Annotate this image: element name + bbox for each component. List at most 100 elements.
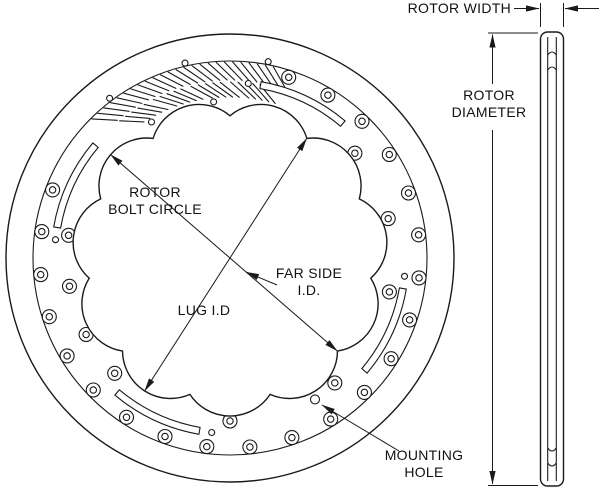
drilled-hole-inner — [122, 413, 131, 422]
slot-end-hole — [51, 236, 60, 244]
rotor-side-view — [539, 31, 565, 487]
drilled-hole-inner — [203, 442, 211, 451]
rotor-bolt-circle-label-line1: ROTOR — [129, 184, 181, 200]
drill-pattern-tick — [230, 81, 250, 99]
drilled-hole-inner — [38, 227, 46, 236]
rotor-face-inner-ring — [32, 60, 428, 456]
drill-pattern-tick — [137, 84, 163, 95]
lug-id-dimension-arrow — [144, 138, 308, 392]
drill-pattern-tick — [173, 90, 197, 102]
far-side-id-label-line2: I.D. — [298, 282, 321, 298]
drilled-hole-inner — [358, 117, 366, 126]
vane-mark — [547, 66, 557, 71]
drilled-hole-inner — [82, 330, 90, 339]
drill-pattern-tick — [237, 81, 257, 100]
drilled-hole-inner — [387, 354, 395, 363]
drill-pattern-tick — [130, 88, 156, 98]
drill-pattern-tick — [180, 88, 204, 100]
drill-pattern-tick — [215, 61, 236, 81]
drilled-hole-inner — [385, 288, 394, 296]
drill-pattern-tick — [167, 71, 191, 86]
drilled-hole-inner — [64, 231, 73, 240]
rotor-front-view — [5, 33, 455, 483]
drill-pattern-tick — [166, 93, 191, 103]
drill-start-hole — [147, 118, 156, 126]
drill-pattern-tick — [175, 69, 199, 84]
drill-pattern-tick — [199, 63, 221, 81]
far-side-id-leader-line — [245, 271, 278, 286]
rotor-width-dimension: ROTOR WIDTH — [408, 0, 599, 27]
drill-pattern-tick — [240, 61, 258, 83]
drilled-hole-inner — [36, 270, 45, 279]
rotor-cross-section-outline — [539, 31, 565, 487]
drilled-hole-inner — [288, 433, 296, 442]
drilled-hole-inner — [384, 214, 392, 223]
drill-pattern-tick — [197, 84, 220, 98]
mounting-hole-leader-line — [321, 404, 400, 452]
drill-start-hole — [210, 98, 218, 106]
rotor-diameter-dimension: ROTOR DIAMETER — [452, 32, 538, 486]
drilled-hole-inner — [331, 379, 339, 387]
drill-pattern-tick — [264, 64, 280, 88]
drill-pattern-tick — [232, 61, 251, 82]
drill-pattern-tick — [204, 83, 227, 98]
drilled-hole-inner — [284, 73, 293, 82]
rotor-width-label: ROTOR WIDTH — [408, 0, 511, 16]
drill-pattern-tick — [125, 115, 151, 119]
drill-pattern-tick — [143, 103, 169, 111]
lug-id-label: LUG I.D — [178, 302, 231, 318]
drill-start-hole — [181, 59, 189, 67]
drill-pattern-tick — [91, 118, 118, 121]
drilled-hole-inner — [63, 352, 71, 360]
vane-slot — [361, 287, 407, 374]
slot-end-hole — [244, 79, 252, 88]
drill-pattern-tick — [248, 62, 265, 84]
vane-slot — [259, 81, 346, 127]
drilled-hole-inner — [351, 149, 359, 157]
slot-end-hole — [208, 428, 216, 437]
rotor-bolt-circle-label-line2: BOLT CIRCLE — [108, 201, 202, 217]
drilled-hole-inner — [405, 316, 414, 324]
drill-pattern-tick — [272, 66, 287, 90]
mounting-hole-label-line2: HOLE — [404, 464, 443, 480]
vane-mark — [547, 51, 557, 56]
drill-pattern-tick — [207, 62, 228, 81]
drill-pattern-tick — [159, 95, 184, 105]
drilled-hole-inner — [326, 415, 335, 423]
drill-pattern-tick — [183, 66, 206, 83]
drilled-hole-inner — [404, 189, 413, 197]
mounting-hole-label-line1: MOUNTING — [385, 447, 464, 463]
drill-pattern-tick — [159, 74, 184, 87]
rotor-diameter-label-line1: ROTOR — [463, 87, 515, 103]
drill-start-hole — [106, 94, 114, 102]
drill-pattern-tick — [144, 80, 170, 92]
drilled-hole-inner — [360, 388, 369, 397]
drill-pattern-tick — [252, 82, 270, 103]
vane-mark — [547, 447, 557, 452]
drill-pattern-tick — [97, 112, 124, 117]
drilled-hole-inner — [48, 186, 57, 194]
drill-pattern-tick — [103, 107, 130, 112]
drill-pattern-tick — [137, 107, 163, 113]
vane-mark — [547, 462, 557, 467]
drill-pattern-tick — [109, 102, 136, 108]
mounting-hole — [309, 394, 321, 405]
drill-pattern-tick — [191, 65, 213, 82]
slot-end-hole — [400, 272, 409, 280]
drill-pattern-tick — [123, 92, 149, 101]
drill-pattern-tick — [223, 61, 243, 81]
drill-start-hole — [264, 58, 272, 66]
drilled-hole-inner — [415, 274, 423, 282]
drilled-hole-inner — [385, 150, 394, 159]
drilled-hole-inner — [161, 432, 169, 441]
drilled-hole-inner — [246, 443, 254, 451]
rotor-diameter-label-line2: DIAMETER — [452, 104, 527, 120]
drilled-hole-inner — [110, 369, 119, 378]
drill-pattern-tick — [152, 77, 177, 89]
drilled-hole-inner — [226, 417, 234, 425]
drill-pattern-tick — [119, 120, 145, 123]
front-view-annotations: ROTOR BOLT CIRCLE FAR SIDE I.D. LUG I.D … — [108, 184, 463, 480]
far-side-id-label-line1: FAR SIDE — [276, 265, 342, 281]
